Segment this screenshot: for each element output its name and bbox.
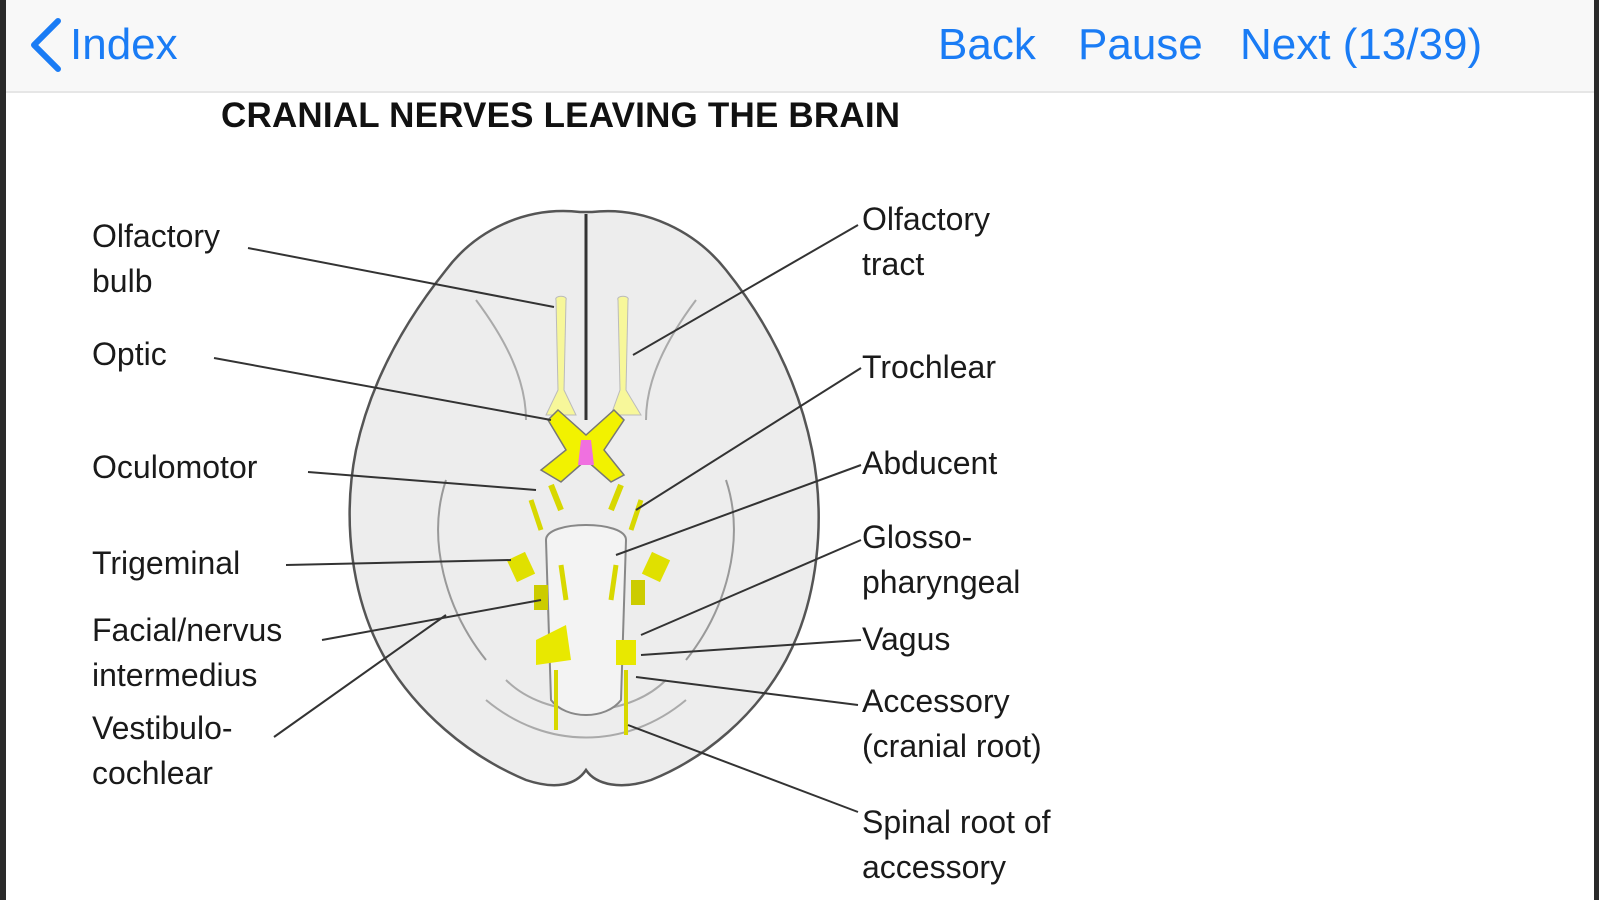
leader-lines [213,224,862,813]
label-line: Accessory [862,683,1010,719]
label-line: Vestibulo- [92,710,233,746]
label-abducent: Abducent [862,441,997,486]
label-olfactory-tract: Olfactory tract [862,197,990,287]
label-line: Trigeminal [92,545,241,581]
label-vagus: Vagus [862,617,950,662]
label-line: tract [862,246,925,282]
label-accessory-cranial: Accessory (cranial root) [862,679,1042,769]
label-spinal-accessory: Spinal root of accessory [862,800,1051,890]
label-oculomotor: Oculomotor [92,445,257,490]
label-line: Trochlear [862,349,996,385]
label-line: Optic [92,336,167,372]
label-line: (cranial root) [862,728,1042,764]
next-button[interactable]: Next (13/39) [1240,20,1483,69]
label-line: bulb [92,263,153,299]
label-line: cochlear [92,755,213,791]
label-line: Vagus [862,621,951,657]
label-line: Spinal root of [862,804,1051,840]
label-line: Oculomotor [92,449,258,485]
label-line: pharyngeal [862,564,1021,600]
brain-diagram [213,209,862,813]
cranial-nerves [506,295,671,735]
label-line: Olfactory [92,218,221,254]
brain-outline [348,209,820,787]
label-olfactory-bulb: Olfactory bulb [92,214,220,304]
back-button[interactable]: Back [938,20,1036,69]
label-trochlear: Trochlear [862,345,996,390]
label-glossopharyngeal: Glosso- pharyngeal [862,515,1020,605]
label-line: accessory [862,849,1007,885]
app-frame: Index Back Pause Next (13/39) CRANIAL NE… [6,0,1594,900]
label-trigeminal: Trigeminal [92,541,240,586]
index-label: Index [70,20,178,69]
index-back-button[interactable]: Index [24,17,178,73]
chevron-left-icon [31,18,61,72]
navigation-bar: Index Back Pause Next (13/39) [6,0,1594,93]
label-vestibulocochlear: Vestibulo- cochlear [92,706,233,796]
label-facial: Facial/nervus intermedius [92,608,282,698]
pause-button[interactable]: Pause [1078,20,1203,69]
label-line: intermedius [92,657,258,693]
label-line: Olfactory [862,201,991,237]
label-line: Glosso- [862,519,973,555]
label-optic: Optic [92,332,167,377]
label-line: Abducent [862,445,998,481]
figure-title: CRANIAL NERVES LEAVING THE BRAIN [221,96,901,135]
label-line: Facial/nervus [92,612,283,648]
